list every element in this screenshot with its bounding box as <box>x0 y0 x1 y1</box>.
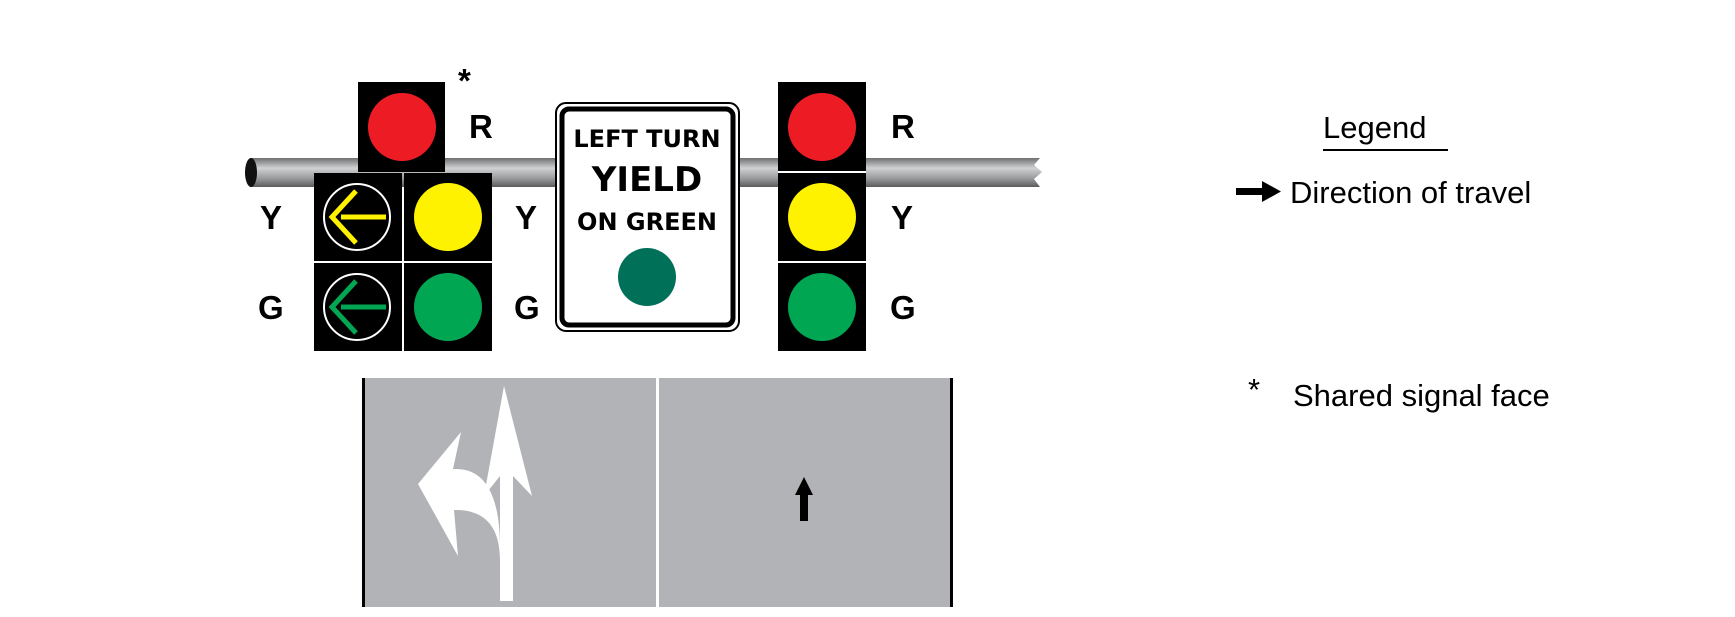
green-ball-icon <box>788 273 856 341</box>
through-signal-face-right <box>778 82 866 351</box>
label-left-g: G <box>514 289 540 326</box>
label-right-r: R <box>891 108 915 145</box>
label-left-g-arrow: G <box>258 289 284 326</box>
red-ball-icon <box>368 93 436 161</box>
roadway <box>362 378 953 607</box>
yellow-ball-icon <box>414 183 482 251</box>
green-ball-icon <box>618 248 676 306</box>
yellow-ball-icon <box>788 183 856 251</box>
through-signal-face-left <box>404 173 492 351</box>
shared-red-signal-face <box>358 82 445 172</box>
legend-title: Legend <box>1323 110 1426 145</box>
legend-direction-label: Direction of travel <box>1290 175 1531 210</box>
label-right-y: Y <box>891 199 913 236</box>
label-left-r: R <box>469 108 493 145</box>
label-right-g: G <box>890 289 916 326</box>
left-turn-arrow-signal-face <box>314 173 402 351</box>
sign-line-3: ON GREEN <box>577 208 717 236</box>
label-left-y-arrow: Y <box>260 199 282 236</box>
green-left-arrow-icon <box>328 279 386 335</box>
sign-line-1: LEFT TURN <box>573 125 720 153</box>
legend: Legend Direction of travel * Shared sign… <box>1236 110 1550 413</box>
legend-shared-marker: * <box>1248 372 1260 407</box>
left-turn-yield-sign: LEFT TURN YIELD ON GREEN <box>555 102 740 332</box>
yellow-left-arrow-icon <box>328 189 386 245</box>
through-pavement-arrow-icon <box>795 477 813 521</box>
left-through-pavement-arrow-icon <box>418 386 532 601</box>
direction-arrow-icon <box>1236 181 1281 202</box>
label-left-y: Y <box>515 199 537 236</box>
green-ball-icon <box>414 273 482 341</box>
red-ball-icon <box>788 93 856 161</box>
shared-marker: * <box>458 62 471 99</box>
lane-line <box>656 378 659 607</box>
legend-shared-label: Shared signal face <box>1293 378 1550 413</box>
sign-line-2: YIELD <box>591 160 702 200</box>
